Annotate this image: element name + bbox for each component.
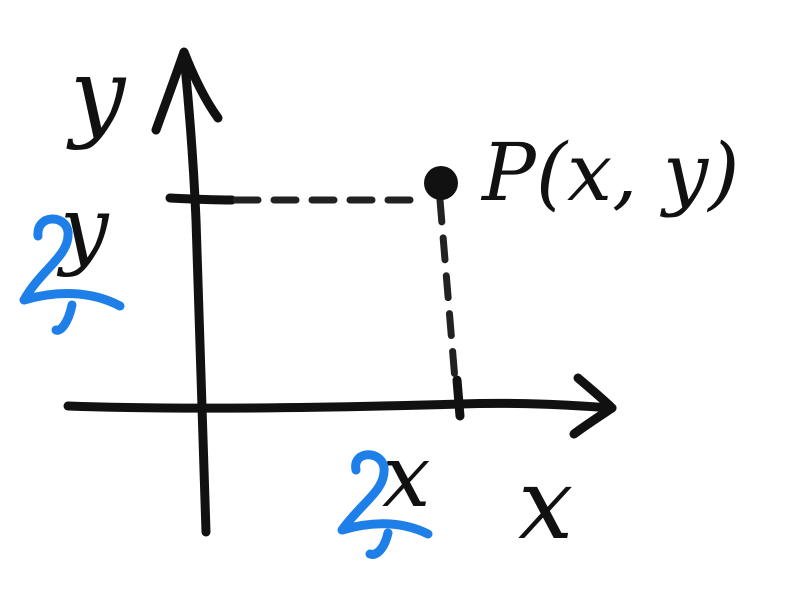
x-axis [63,373,617,439]
x-coordinate-label: x [382,427,431,527]
y-axis-label: y [66,38,127,152]
y-tick [165,193,237,205]
y-axis [151,47,223,537]
blue-hook-mark-y [19,214,125,335]
x-axis-label: x [518,448,573,562]
point-p [424,166,458,200]
x-tick [452,375,465,421]
point-label: P(x, y) [480,126,739,219]
blue-hook-mark-x [337,450,433,559]
vertical-projection-line [436,196,459,384]
